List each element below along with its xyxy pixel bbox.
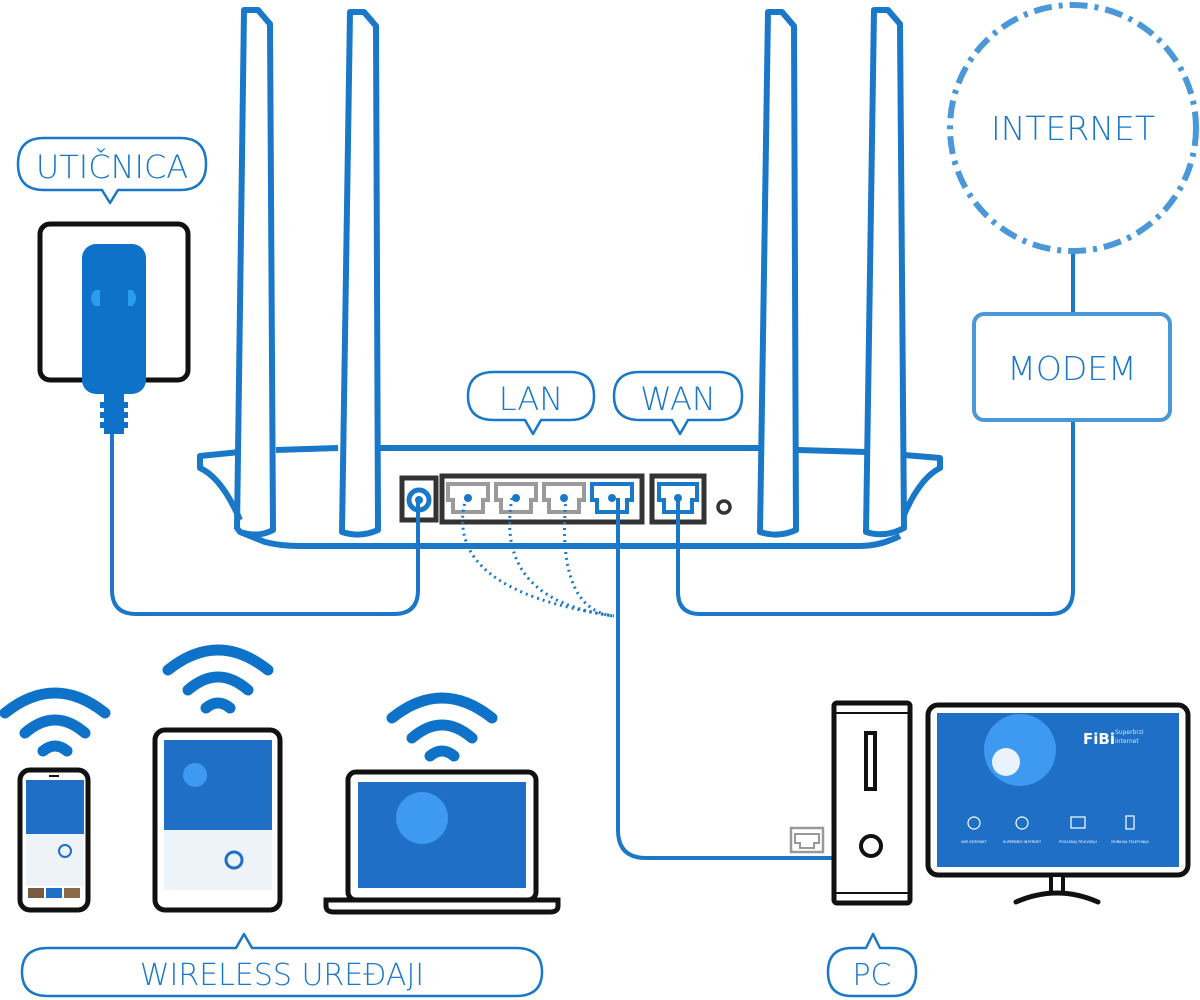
- lan-wireless-link-3: [563, 497, 615, 618]
- antenna-1: [234, 7, 276, 538]
- wan-label: WAN: [640, 380, 716, 418]
- power-cable: [110, 424, 420, 616]
- screen-feature-3: POGLEDAJ TELEVIZIJU: [1059, 840, 1097, 844]
- antenna-2: [339, 9, 381, 538]
- screen-tagline-1: Superbrzi: [1115, 729, 1144, 736]
- pc-tower: [789, 700, 913, 906]
- router-body: [197, 445, 943, 549]
- smartphone: [17, 767, 91, 913]
- power-socket: [37, 221, 191, 434]
- wifi-icon-phone: [0, 687, 111, 757]
- wireless-bubble: [20, 932, 544, 998]
- lan-port-pin-2: [512, 494, 520, 502]
- laptop: [323, 769, 561, 915]
- wan-port: [657, 482, 699, 514]
- modem-label: MODEM: [1007, 349, 1136, 388]
- screen-brand: FiBi: [1083, 730, 1115, 748]
- power-adapter: [82, 244, 146, 394]
- lan-port-2: [494, 482, 538, 514]
- internet-cloud: INTERNET: [947, 2, 1199, 254]
- router-antennas: [234, 7, 907, 538]
- antenna-4: [863, 7, 907, 538]
- lan-label: LAN: [499, 380, 563, 418]
- screen-feature-4: MOBILNA TELEFONIJA: [1111, 840, 1149, 844]
- lan-port-pin-4: [608, 494, 616, 502]
- pc-cable: [616, 498, 834, 860]
- modem: MODEM: [972, 312, 1172, 422]
- socket-label: UTIČNICA: [36, 147, 188, 186]
- pc-bubble: [826, 932, 918, 998]
- screen-tagline-2: internet: [1115, 738, 1139, 745]
- pc-label: PC: [852, 958, 891, 993]
- wan-bubble: [612, 370, 744, 436]
- reset-button: [716, 499, 732, 515]
- internet-label: INTERNET: [991, 109, 1155, 148]
- lan-port-4: [590, 482, 634, 514]
- tablet: [152, 727, 283, 913]
- socket-bubble: [16, 136, 208, 205]
- screen-feature-2: SUPERBRZI INTERNET: [1003, 840, 1042, 844]
- lan-wireless-link-2: [508, 497, 615, 618]
- wifi-icon-laptop: [386, 692, 498, 762]
- wan-cable: [676, 420, 1075, 616]
- screen-feature-1: WiFi INTERNET: [961, 840, 987, 844]
- lan-port-pin-3: [560, 494, 568, 502]
- wifi-icon-tablet: [162, 644, 274, 714]
- monitor: FiBi Superbrzi internet WiFi INTERNET SU…: [925, 702, 1191, 905]
- lan-port-3: [542, 482, 586, 514]
- lan-port-1: [446, 482, 490, 514]
- lan-port-block: [439, 473, 645, 525]
- cables: [110, 252, 1075, 860]
- wireless-label: WIRELESS UREĐAJI: [140, 958, 424, 993]
- antenna-3: [757, 9, 799, 538]
- lan-bubble: [466, 370, 596, 436]
- pc-ethernet-port: [789, 826, 825, 854]
